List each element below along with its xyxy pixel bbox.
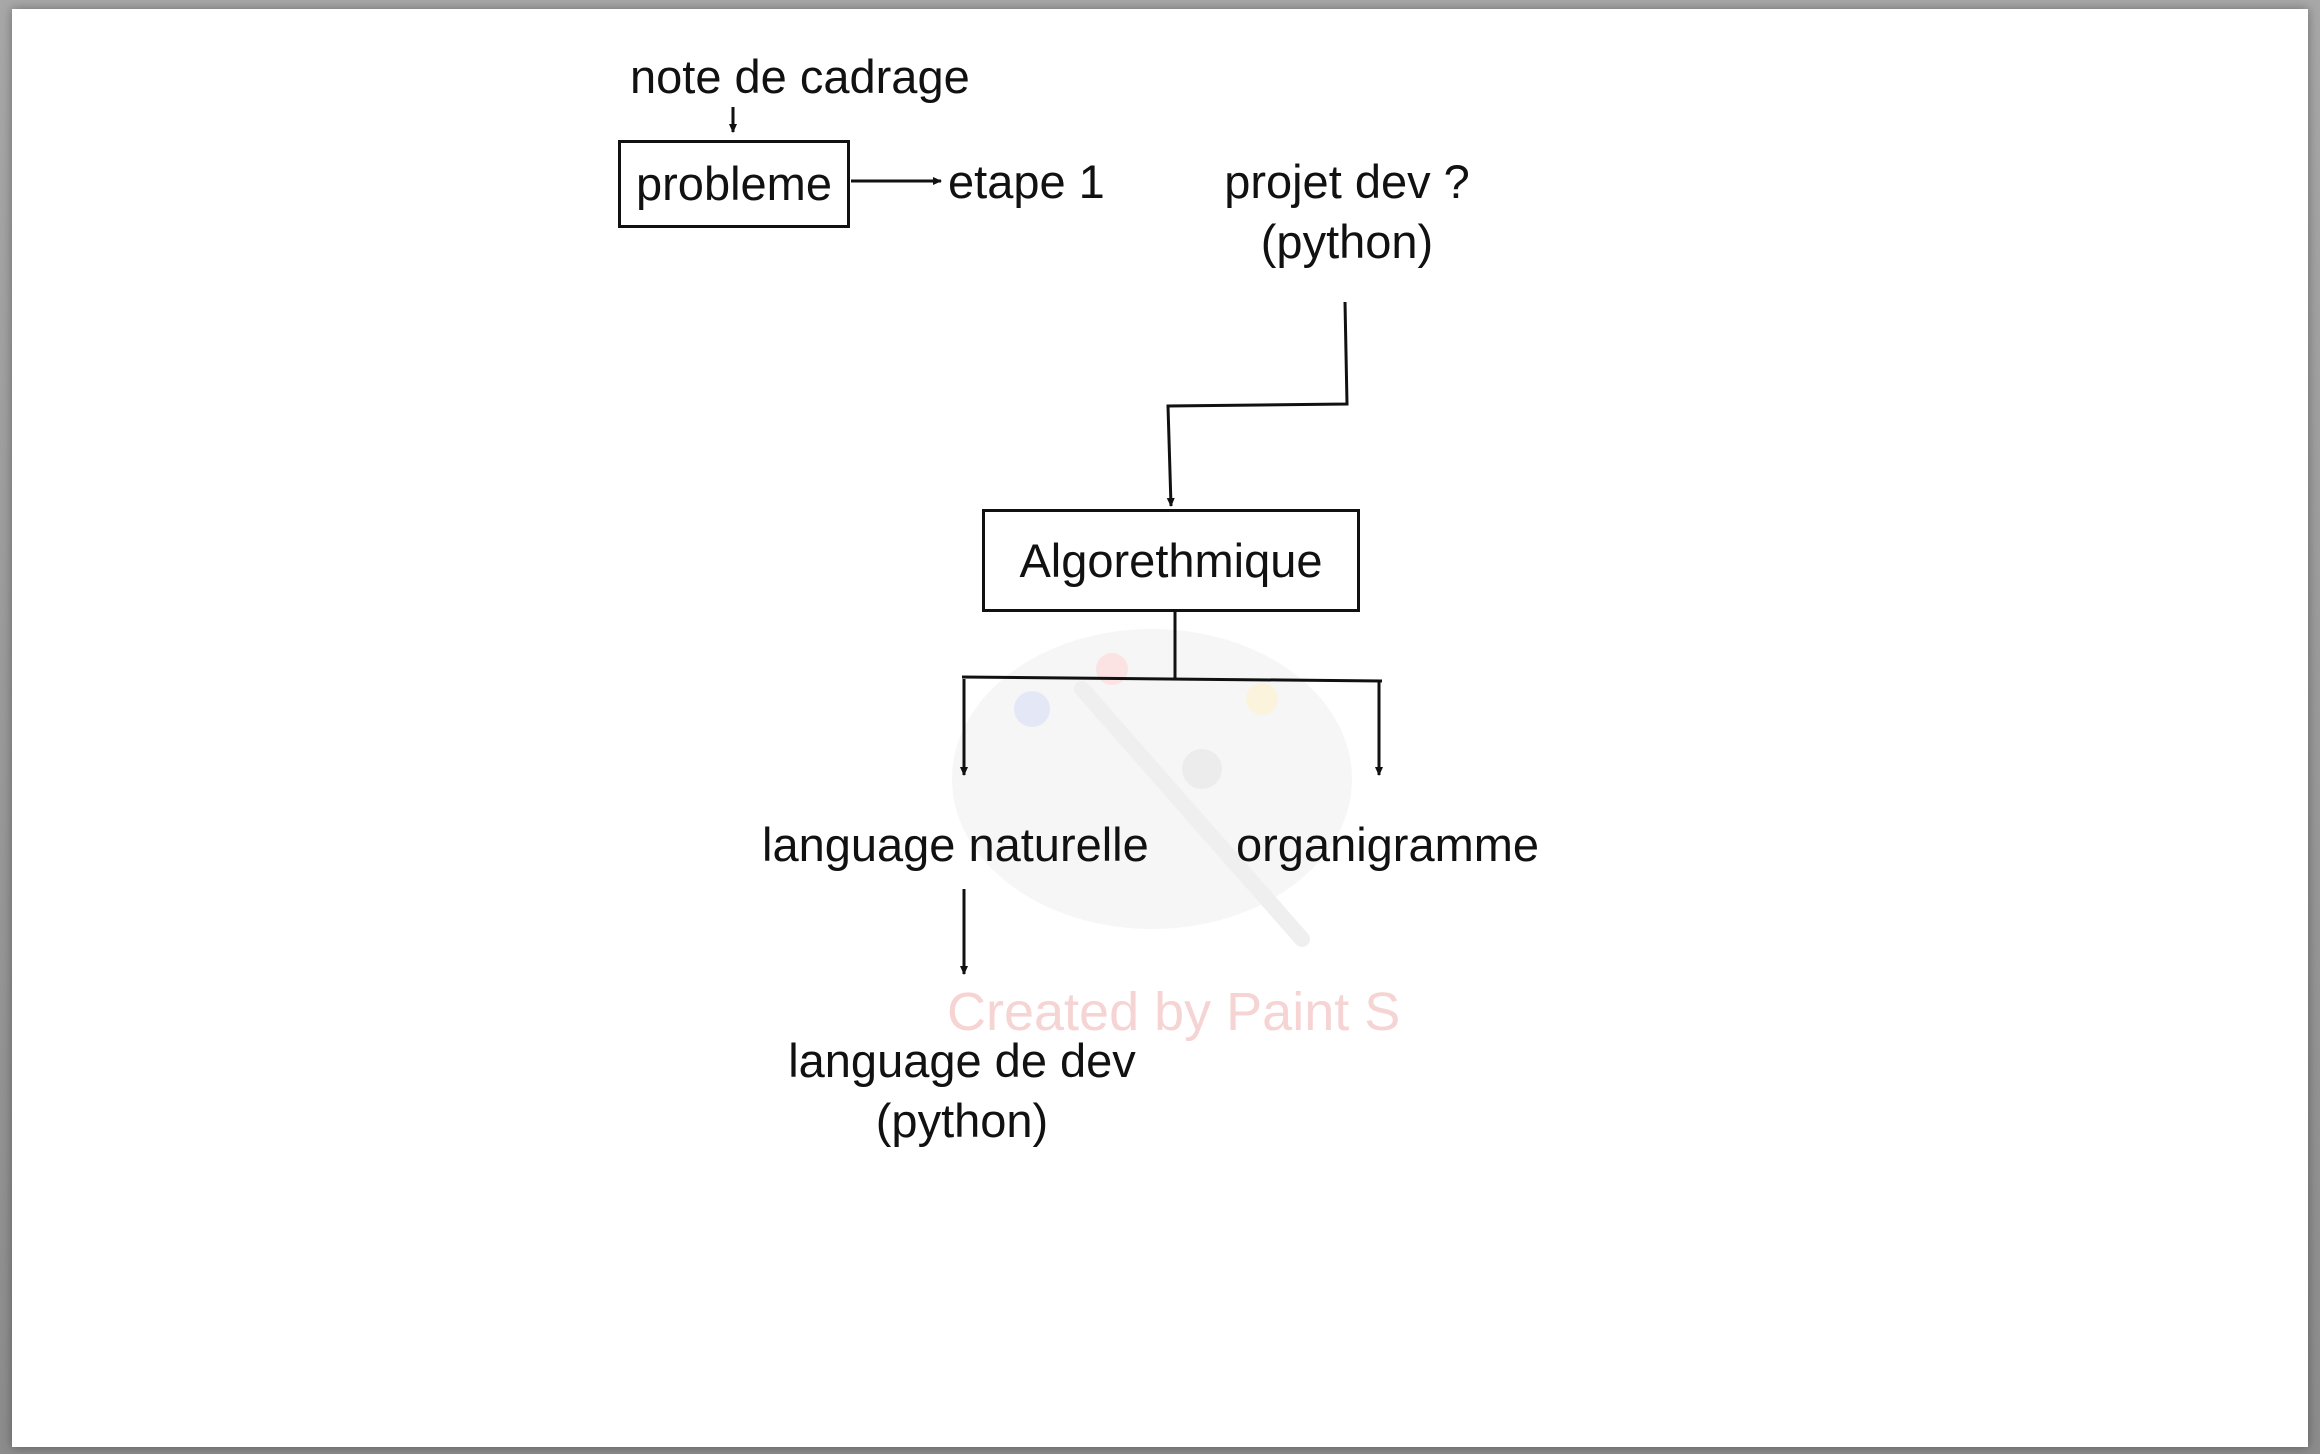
node-probleme: probleme [636, 157, 832, 210]
node-algorethmique: Algorethmique [1019, 533, 1323, 587]
node-language-de-dev-line2: (python) [875, 1094, 1049, 1147]
node-language-naturelle: language naturelle [762, 818, 1149, 871]
node-projet-dev-line2: (python) [1260, 215, 1434, 268]
node-algorethmique-box: Algorethmique [982, 509, 1360, 612]
node-projet-dev-line1: projet dev ? [1224, 155, 1470, 208]
node-organigramme: organigramme [1236, 818, 1540, 871]
node-probleme-box: probleme [618, 140, 850, 228]
node-language-de-dev: language de dev (python) [757, 1031, 1167, 1151]
arrow-projet-to-algo [1166, 301, 1349, 507]
drawing-sheet: Created by Paint S [12, 9, 2308, 1447]
watermark-text: Created by Paint S [947, 982, 1401, 1042]
node-projet-dev: projet dev ? (python) [1192, 152, 1502, 272]
branch-bar [961, 675, 1383, 683]
node-etape-1: etape 1 [948, 155, 1105, 208]
paint-palette-icon [952, 629, 1352, 947]
node-note-de-cadrage: note de cadrage [630, 50, 970, 103]
connectors [729, 107, 1383, 975]
node-language-de-dev-line1: language de dev [788, 1034, 1136, 1087]
